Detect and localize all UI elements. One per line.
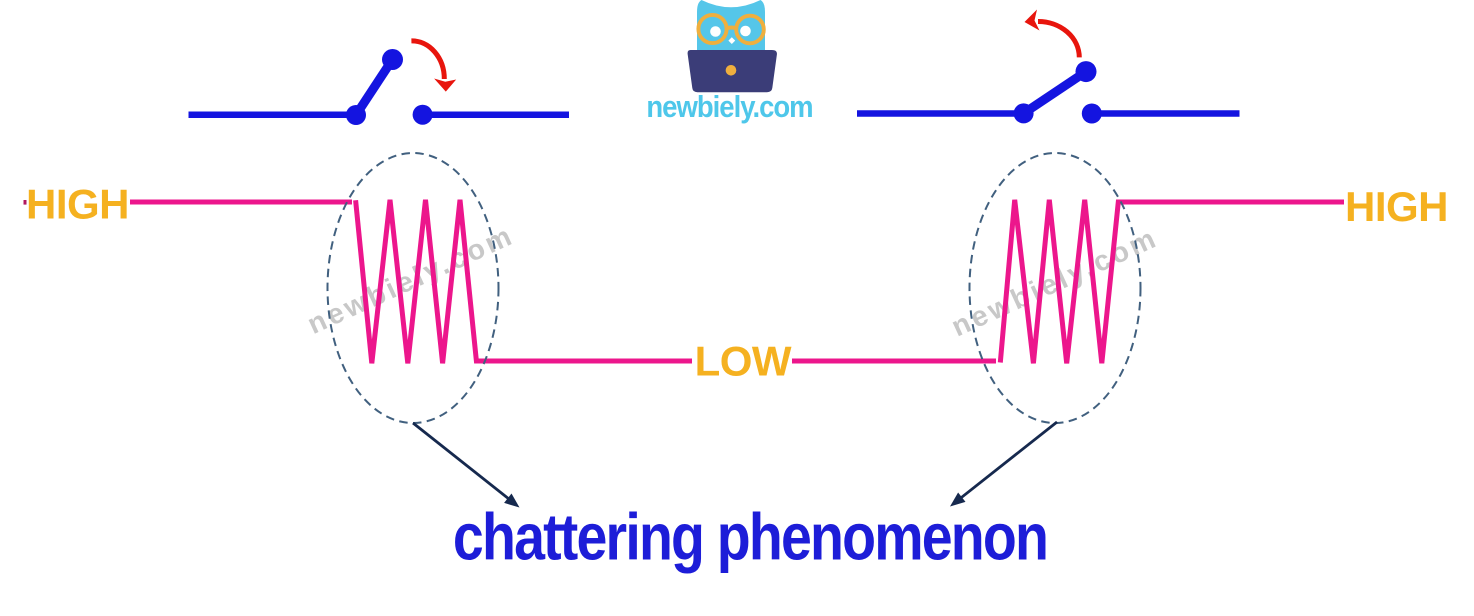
svg-text:chattering phenomenon: chattering phenomenon: [453, 500, 1047, 573]
svg-text:LOW: LOW: [695, 338, 792, 385]
svg-text:newbiely.com: newbiely.com: [646, 91, 812, 125]
svg-text:HIGH: HIGH: [1345, 183, 1448, 230]
svg-text:HIGH: HIGH: [26, 181, 129, 228]
